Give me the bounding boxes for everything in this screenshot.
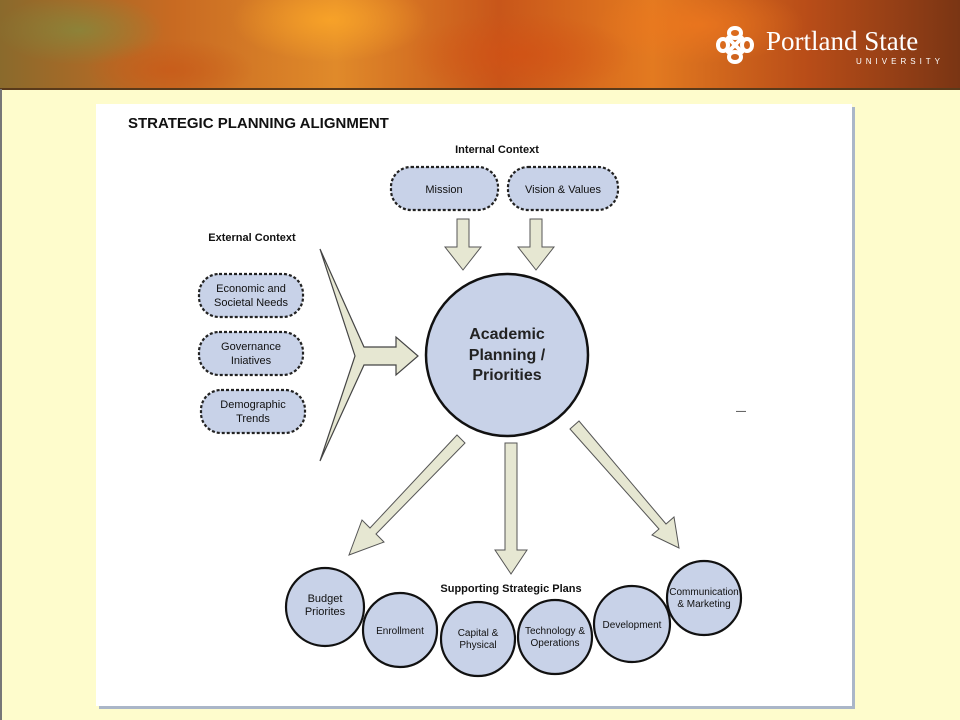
enrollment-node [361,591,439,669]
mission-arrow [443,218,483,271]
demographic-label-line2: Trends [236,413,270,425]
vision-arrow [516,218,556,271]
capital-physical-node [439,600,517,678]
external-context-heading: External Context [208,232,296,244]
economic-societal-node [197,272,305,319]
vision-values-node [506,165,620,212]
mission-node [389,165,500,212]
budget-arrow [348,434,466,556]
capital-label-line2: Physical [459,640,496,651]
stray-dash: — [736,406,746,417]
governance-label-line2: Iniatives [231,355,272,367]
vision-values-label: Vision & Values [525,184,602,196]
economic-societal-label-line1: Economic and [216,283,286,295]
communication-arrow [569,420,680,549]
technology-label-line1: Technology & [525,626,585,637]
external-converge-arrow [319,248,419,462]
capital-arrow [494,442,528,575]
development-label: Development [603,620,662,631]
development-node [592,584,672,664]
demographic-label-line1: Demographic [220,399,286,411]
strategic-planning-diagram: STRATEGIC PLANNING ALIGNMENT Internal Co… [128,115,746,678]
center-label-line2: Planning / [469,347,546,364]
logo-subtitle: UNIVERSITY [856,57,945,66]
demographic-node [199,388,307,435]
center-label-line1: Academic [469,326,545,343]
technology-label-line2: Operations [531,638,580,649]
university-logo[interactable]: Portland State UNIVERSITY [712,22,944,70]
governance-node [197,330,305,377]
supporting-plans-heading: Supporting Strategic Plans [440,583,581,595]
technology-operations-node [516,598,594,676]
banner-divider [0,88,960,90]
budget-label-line1: Budget [308,593,343,605]
economic-societal-label-line2: Societal Needs [214,297,288,309]
communication-label-line1: Communication [669,587,738,598]
academic-planning-node [424,272,590,438]
communication-marketing-node [665,559,743,637]
budget-label-line2: Priorites [305,606,346,618]
enrollment-label: Enrollment [376,626,424,637]
slide-left-rule [0,89,2,720]
logo-mark-icon [715,25,755,65]
communication-label-line2: & Marketing [677,599,730,610]
diagram-title: STRATEGIC PLANNING ALIGNMENT [128,115,389,132]
governance-label-line1: Governance [221,341,281,353]
autumn-leaves-banner [0,0,960,89]
internal-context-heading: Internal Context [455,144,539,156]
center-label-line3: Priorities [472,367,541,384]
diagram-panel: STRATEGIC PLANNING ALIGNMENT Internal Co… [96,104,852,706]
budget-priorities-node [284,566,366,648]
logo-name: Portland State [766,26,919,56]
mission-label: Mission [425,184,462,196]
capital-label-line1: Capital & [458,628,499,639]
